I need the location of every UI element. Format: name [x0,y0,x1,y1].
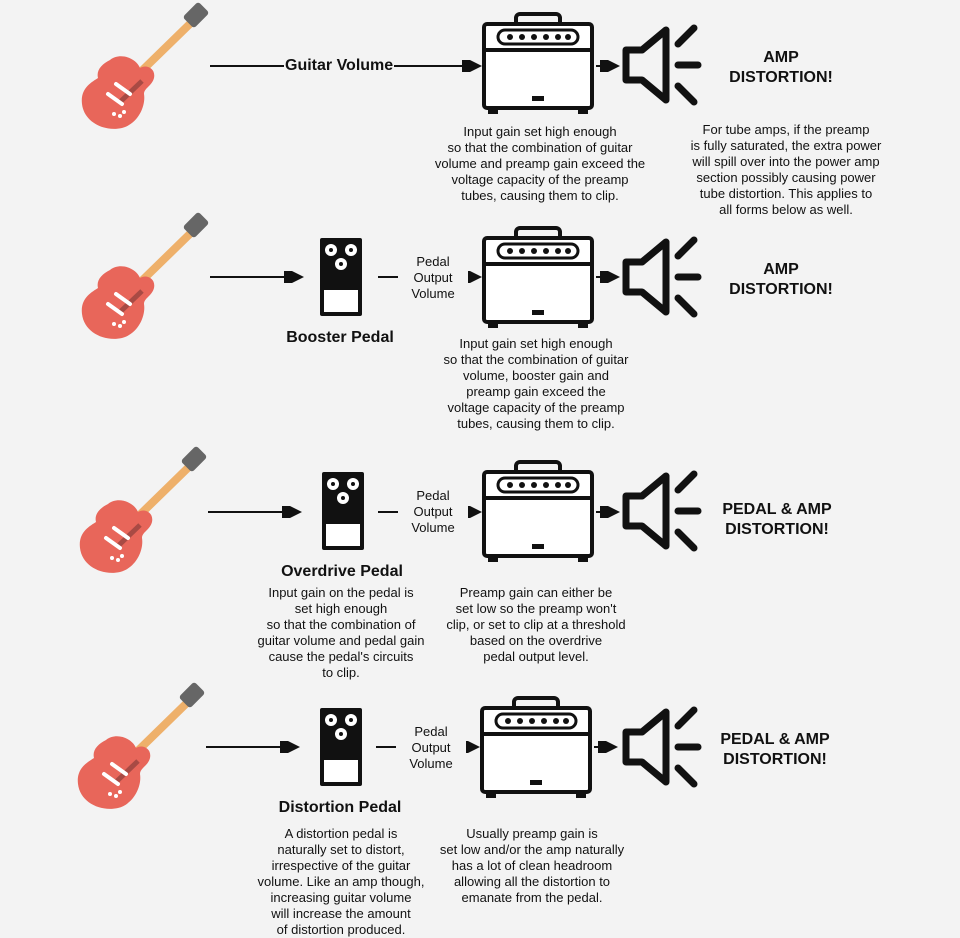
signal-chain-row-1: Guitar Volume AMP DISTORTION! Input gain… [0,0,960,232]
amp-description: Input gain set high enough so that the c… [434,124,646,203]
guitar-icon [78,446,218,576]
pedal-label: Distortion Pedal [278,799,402,816]
signal-chain-row-2: Booster Pedal Pedal Output Volume AMP DI… [0,0,960,431]
amplifier-icon [482,226,594,330]
signal-chain-row-3: Overdrive Pedal Pedal Output Volume PEDA… [0,0,960,680]
pedal-label: Booster Pedal [286,329,394,346]
arrow-right-icon [210,271,304,283]
effects-pedal-icon [318,706,364,788]
arrow-right-icon [596,271,620,283]
guitar-volume-label: Guitar Volume [284,57,395,75]
speaker-loud-icon [620,706,702,788]
amp-description: Input gain set high enough so that the c… [443,336,629,431]
amplifier-icon [480,696,592,800]
pedal-output-volume-label: Pedal Output Volume [398,254,468,302]
result-label: AMP DISTORTION! [729,49,833,86]
arrow-right-icon [596,506,620,518]
pedal-label: Overdrive Pedal [281,563,403,580]
speaker-loud-icon [620,236,702,318]
speaker-description: For tube amps, if the preamp is fully sa… [690,122,882,217]
result-label: PEDAL & AMP DISTORTION! [722,501,832,538]
amp-description: Preamp gain can either be set low so the… [446,585,626,664]
pedal-description: Input gain on the pedal is set high enou… [257,585,425,680]
effects-pedal-icon [320,470,366,552]
pedal-output-volume-label: Pedal Output Volume [398,488,468,536]
arrow-right-icon [596,60,620,72]
result-label: PEDAL & AMP DISTORTION! [720,731,830,768]
guitar-icon [76,682,216,812]
pedal-output-volume-label: Pedal Output Volume [396,724,466,772]
amp-description: Usually preamp gain is set low and/or th… [439,826,625,905]
speaker-loud-icon [620,470,702,552]
amplifier-icon [482,460,594,564]
arrow-right-icon [208,506,302,518]
arrow-right-icon [594,741,618,753]
result-label: AMP DISTORTION! [729,261,833,298]
arrow-right-icon [206,741,300,753]
effects-pedal-icon [318,236,364,318]
pedal-description: A distortion pedal is naturally set to d… [257,826,425,937]
